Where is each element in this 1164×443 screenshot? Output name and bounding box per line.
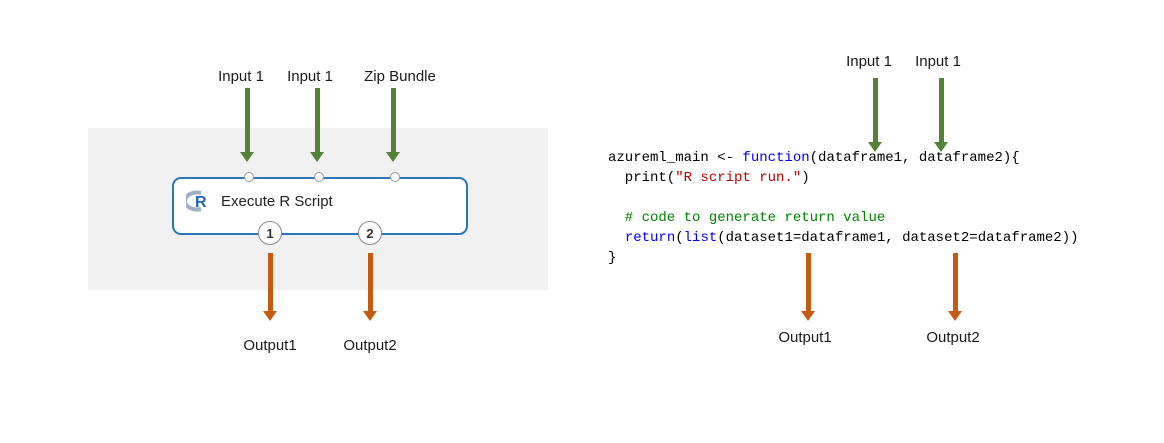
input-label-1: Input 1 [846, 53, 892, 70]
output-arrow [363, 253, 377, 321]
arrow-head [868, 142, 882, 152]
r-logo-icon: R [186, 190, 207, 212]
arrow-head [363, 311, 377, 321]
code-line-blank [608, 188, 1079, 208]
input-label-zip-bundle: Zip Bundle [364, 68, 436, 85]
arrow-stem [390, 88, 396, 152]
input-port-1 [244, 172, 254, 182]
arrow-stem [872, 78, 878, 142]
output-label-2: Output2 [926, 329, 980, 346]
svg-text:R: R [195, 194, 207, 211]
input-arrow [868, 78, 882, 152]
input-arrow [310, 88, 324, 162]
arrow-head [240, 152, 254, 162]
arrow-stem [805, 253, 811, 311]
arrow-head [310, 152, 324, 162]
code-text: azureml_main <- [608, 150, 743, 166]
code-string: "R script run." [675, 170, 802, 186]
arrow-stem [938, 78, 944, 142]
output-arrow [263, 253, 277, 321]
arrow-stem [314, 88, 320, 152]
code-text: print( [608, 170, 676, 186]
input-port-2 [314, 172, 324, 182]
module-title: Execute R Script [221, 192, 333, 210]
arrow-head [386, 152, 400, 162]
arrow-head [801, 311, 815, 321]
code-keyword: function [742, 150, 810, 166]
execute-r-script-module: R Execute R Script 1 2 [172, 172, 468, 245]
input-label-1: Input 1 [218, 68, 264, 85]
arrow-stem [267, 253, 273, 311]
r-code-snippet: azureml_main <- function(dataframe1, dat… [608, 148, 1079, 268]
output-port-number: 2 [366, 225, 374, 241]
code-text: (dataframe1, dataframe2){ [809, 150, 1020, 166]
input-arrow [240, 88, 254, 162]
code-text [608, 230, 625, 246]
arrow-stem [952, 253, 958, 311]
output-arrow [801, 253, 815, 321]
output-port-1: 1 [258, 221, 282, 245]
code-line: } [608, 250, 617, 266]
input-arrow [386, 88, 400, 162]
arrow-stem [244, 88, 250, 152]
output-port-2: 2 [358, 221, 382, 245]
code-line: return(list(dataset1=dataframe1, dataset… [608, 228, 1079, 248]
code-text: ) [801, 170, 810, 186]
code-line: azureml_main <- function(dataframe1, dat… [608, 148, 1079, 168]
code-keyword: list [683, 230, 718, 246]
code-comment: # code to generate return value [608, 210, 886, 226]
output-arrow [948, 253, 962, 321]
output-label-2: Output2 [343, 337, 397, 354]
arrow-head [948, 311, 962, 321]
output-label-1: Output1 [778, 329, 832, 346]
code-text: (dataset1=dataframe1, dataset2=dataframe… [717, 230, 1079, 246]
output-label-1: Output1 [243, 337, 297, 354]
input-port-zip [390, 172, 400, 182]
arrow-stem [367, 253, 373, 311]
code-keyword: return [624, 230, 676, 246]
arrow-head [934, 142, 948, 152]
output-port-number: 1 [266, 225, 274, 241]
arrow-head [263, 311, 277, 321]
code-text: ( [675, 230, 684, 246]
code-line: print("R script run.") [608, 168, 1079, 188]
input-label-2: Input 1 [287, 68, 333, 85]
input-label-2: Input 1 [915, 53, 961, 70]
input-arrow [934, 78, 948, 152]
